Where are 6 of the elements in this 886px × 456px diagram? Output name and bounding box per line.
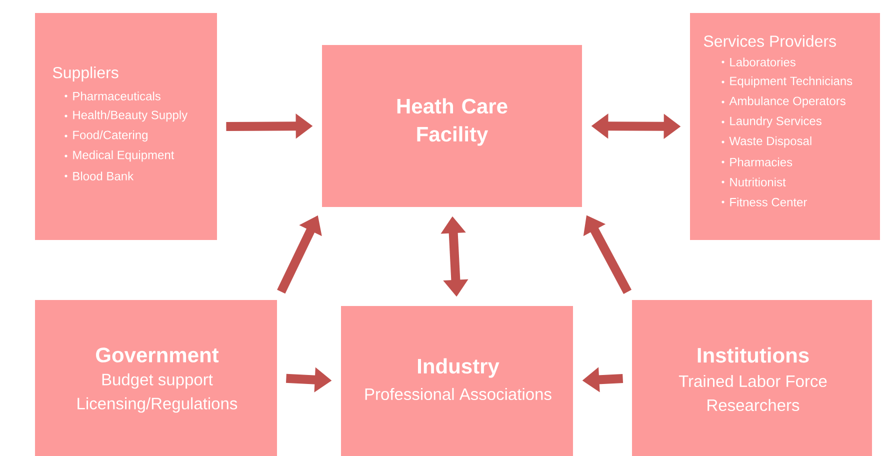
box: Services Providers Laboratories Equipment Technicians Ambulance Operators Laundry Services Waste Disposal Pharmacies Nutritionist Fitness Center: [690, 13, 880, 240]
box: Institutions Trained Labor Force Researchers: [632, 300, 872, 456]
box: Heath Care Facility: [322, 45, 582, 207]
box: Government Budget support Licensing/Regulations: [35, 300, 277, 456]
box: Industry Professional Associations: [341, 306, 573, 456]
box: Suppliers Pharmaceuticals Health/Beauty Supply Food/Catering Medical Equipment Blood Bank: [35, 13, 217, 240]
